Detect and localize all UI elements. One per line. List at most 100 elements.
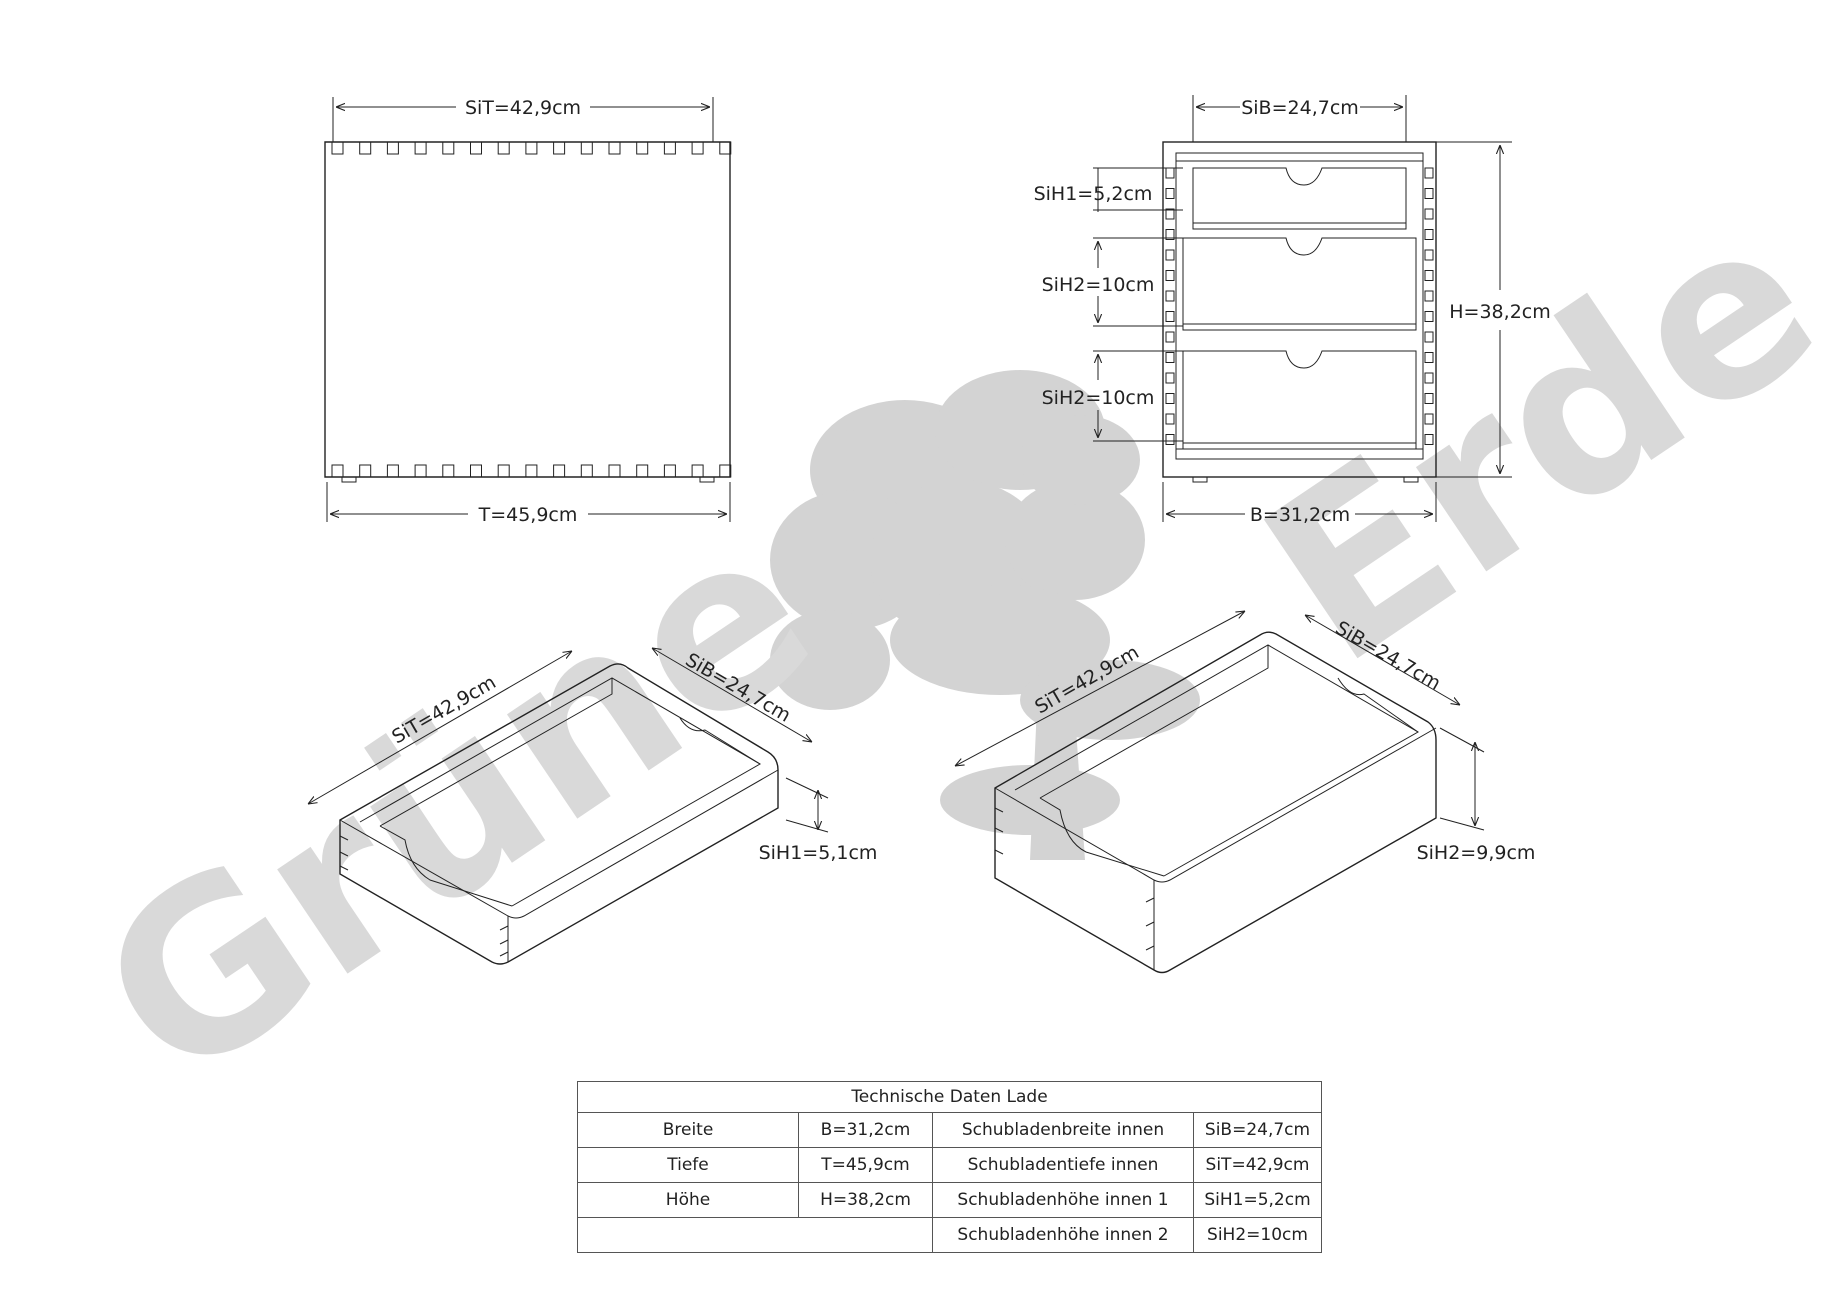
foot: [699, 476, 715, 483]
finger-joint: [442, 464, 455, 478]
finger-joint: [525, 141, 538, 155]
finger-joint: [636, 464, 649, 478]
finger-joint: [414, 464, 427, 478]
table-cell-inner-value: SiB=24,7cm: [1193, 1112, 1322, 1148]
side-view: SiT=42,9cm T=45,9cm: [324, 97, 732, 526]
finger-joint: [608, 141, 621, 155]
table-cell-empty: [577, 1217, 933, 1253]
finger-joint: [1165, 434, 1175, 445]
finger-joint: [1165, 413, 1175, 425]
finger-joint: [1424, 393, 1434, 404]
finger-joint: [1165, 290, 1175, 302]
finger-joint: [1424, 290, 1434, 302]
technical-data-table: Technische Daten Lade Breite B=31,2cm Sc…: [577, 1081, 1322, 1253]
front-view: SiB=24,7cm SiH1=5,2cm SiH2=10cm SiH2=10c…: [1034, 95, 1551, 526]
finger-joint: [1165, 393, 1175, 404]
finger-joint: [1165, 229, 1175, 240]
finger-joint: [1165, 352, 1175, 363]
finger-joint: [386, 141, 399, 155]
finger-joint: [497, 464, 510, 478]
foot: [1192, 476, 1208, 483]
finger-joint: [1424, 352, 1434, 363]
finger-joint: [331, 464, 344, 478]
finger-joint: [359, 464, 372, 478]
finger-joint: [719, 141, 732, 155]
finger-joint: [1424, 311, 1434, 322]
table-cell-inner-value: SiH2=10cm: [1193, 1217, 1322, 1253]
finger-joint: [1424, 434, 1434, 445]
table-row: Breite B=31,2cm Schubladenbreite innen S…: [577, 1112, 1322, 1148]
front-drawer3-height-label: SiH2=10cm: [1042, 387, 1155, 409]
watermark: Grüne Erde: [56, 164, 1838, 1136]
table-row: Höhe H=38,2cm Schubladenhöhe innen 1 SiH…: [577, 1182, 1322, 1218]
table-cell-inner-name: Schubladentiefe innen: [932, 1147, 1194, 1183]
finger-joint: [470, 141, 482, 155]
side-outer-depth-label: T=45,9cm: [478, 504, 578, 526]
watermark-brand-right: Erde: [1221, 164, 1838, 716]
table-row: Schubladenhöhe innen 2 SiH2=10cm: [577, 1217, 1322, 1253]
cabinet-outline: [1162, 141, 1437, 478]
finger-joint: [691, 141, 704, 155]
table-cell-inner-name: Schubladenhöhe innen 2: [932, 1217, 1194, 1253]
finger-joint: [359, 141, 372, 155]
finger-joint: [663, 464, 676, 478]
finger-joint: [553, 464, 566, 478]
table-cell-inner-value: SiH1=5,2cm: [1193, 1182, 1322, 1218]
front-drawer2-height-label: SiH2=10cm: [1042, 274, 1155, 296]
table-cell-inner-name: Schubladenbreite innen: [932, 1112, 1194, 1148]
side-view-outline: [324, 141, 731, 478]
finger-joint: [580, 141, 593, 155]
side-inner-depth-label: SiT=42,9cm: [465, 97, 581, 119]
finger-joint: [1424, 413, 1434, 425]
finger-joint: [1424, 167, 1434, 179]
table-cell-value: B=31,2cm: [798, 1112, 933, 1148]
finger-joint: [331, 141, 344, 155]
finger-joint: [691, 464, 704, 478]
finger-joint: [1424, 208, 1434, 220]
finger-joint: [1424, 249, 1434, 261]
drawer-front-2: [1182, 237, 1417, 325]
finger-joint: [525, 464, 538, 478]
table-cell-name: Tiefe: [577, 1147, 799, 1183]
table-row: Tiefe T=45,9cm Schubladentiefe innen SiT…: [577, 1147, 1322, 1183]
table-title-row: Technische Daten Lade: [577, 1081, 1322, 1113]
finger-joint: [1165, 249, 1175, 261]
finger-joint: [1424, 229, 1434, 240]
table-title: Technische Daten Lade: [577, 1081, 1322, 1113]
front-height-label: H=38,2cm: [1449, 301, 1550, 323]
finger-joint: [1424, 270, 1434, 281]
table-cell-name: Höhe: [577, 1182, 799, 1218]
finger-joint: [386, 464, 399, 478]
finger-joint: [1424, 188, 1434, 199]
side-view-bottom-teeth: [331, 464, 732, 478]
small-drawer-outline: [339, 663, 779, 965]
finger-joint: [1165, 270, 1175, 281]
finger-joint: [470, 464, 482, 478]
table-cell-value: T=45,9cm: [798, 1147, 933, 1183]
finger-joint: [414, 141, 427, 155]
finger-joint: [497, 141, 510, 155]
finger-joint: [663, 141, 676, 155]
finger-joint: [580, 464, 593, 478]
finger-joint: [1165, 372, 1175, 384]
tree-watermark-icon: [770, 370, 1200, 860]
table-cell-name: Breite: [577, 1112, 799, 1148]
front-inner-width-label: SiB=24,7cm: [1241, 97, 1359, 119]
finger-joint: [553, 141, 566, 155]
finger-joint: [719, 464, 732, 478]
side-view-top-teeth: [331, 141, 732, 155]
finger-joint: [1424, 331, 1434, 343]
finger-joint: [636, 141, 649, 155]
finger-joint: [1165, 311, 1175, 322]
front-drawer1-height-label: SiH1=5,2cm: [1034, 183, 1153, 205]
foot: [1403, 476, 1419, 483]
finger-joint: [1165, 167, 1175, 179]
table-cell-inner-name: Schubladenhöhe innen 1: [932, 1182, 1194, 1218]
finger-joint: [1165, 331, 1175, 343]
table-cell-inner-value: SiT=42,9cm: [1193, 1147, 1322, 1183]
finger-joint: [1165, 188, 1175, 199]
finger-joint: [442, 141, 455, 155]
foot: [341, 476, 357, 483]
table-cell-value: H=38,2cm: [798, 1182, 933, 1218]
